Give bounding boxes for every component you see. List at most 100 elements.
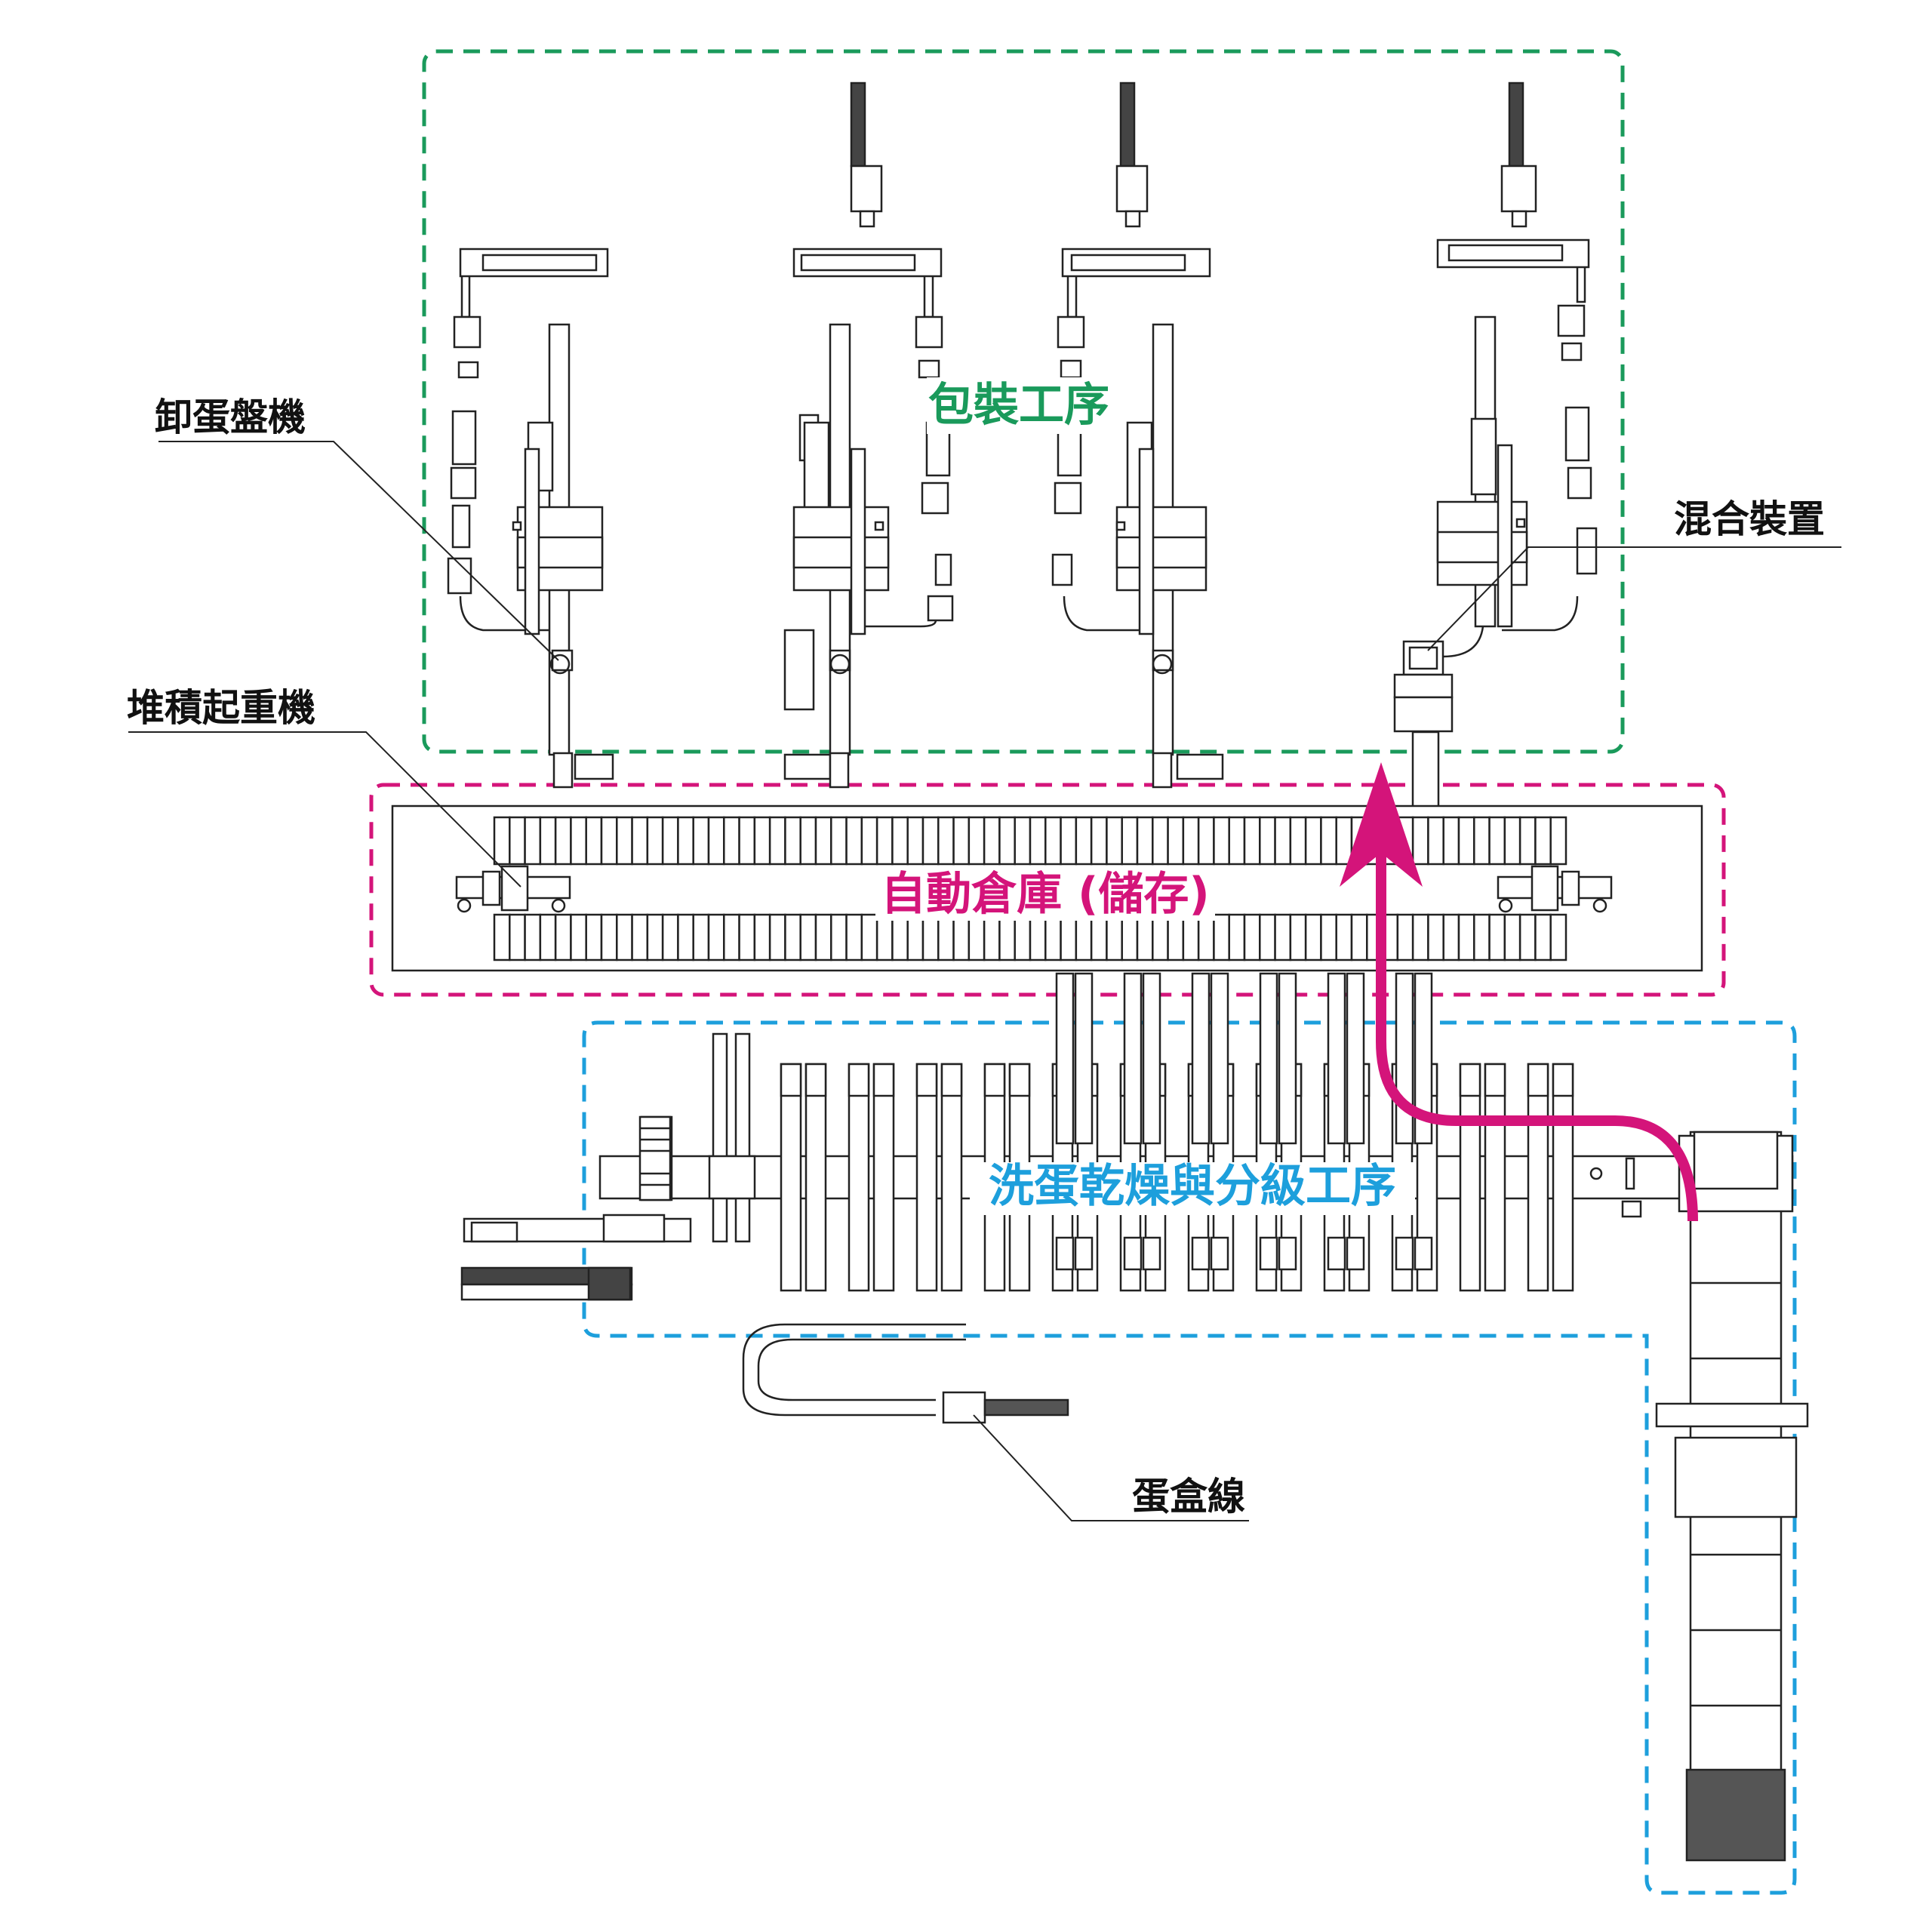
rack-slot [1549,816,1567,866]
lane-head [1484,1063,1506,1097]
lane-tail [1123,1236,1143,1271]
rack-slot [1396,913,1414,961]
rack-slot [952,816,971,866]
lane-tail [1346,1236,1365,1271]
rack-slot [1488,816,1506,866]
rack-slot [631,816,649,866]
rack-slot [1304,816,1322,866]
rack-slot [661,913,679,961]
mixing-device [1393,626,1484,809]
rack-slot [1243,913,1261,961]
rack-slot [493,913,511,961]
rack-slot [1060,816,1078,866]
rack-slot [509,913,526,961]
rack-slot [784,816,801,866]
rack-slot [1228,913,1246,961]
rack-slot [1106,913,1123,961]
lane-tail [1055,1236,1075,1271]
rack-slot [1473,816,1491,866]
rack-slot [1029,913,1047,961]
rack-slot [753,913,771,961]
rack-slot [1259,816,1276,866]
rack-slot [921,913,940,961]
rack-slot [799,913,817,961]
washing-zone-label: 洗蛋乾燥與分級工序 [989,1160,1396,1213]
rack-slot [998,816,1016,866]
rack-slot [1136,816,1154,866]
rack-slot [1289,913,1307,961]
rack-slot [1304,913,1322,961]
lane-tail [1074,1236,1094,1271]
rack-slot [524,913,542,961]
rack-slot [768,816,786,866]
rack-bottom [493,913,1567,961]
rack-slot [1259,913,1276,961]
rack-slot [1014,913,1032,961]
lane-head [872,1063,895,1097]
rack-slot [1167,816,1185,866]
rack-slot [1534,913,1552,961]
storage-zone-label: 自動倉庫 (儲存) [881,868,1210,921]
rack-slot [1442,913,1460,961]
leader-mixing-device [1427,546,1841,651]
rack-slot [600,913,618,961]
lane-head [1008,1063,1031,1097]
rack-slot [554,913,572,961]
storage-zone-box [369,783,1726,997]
lane-upper [1395,972,1414,1145]
lane-head [780,1063,802,1097]
lane-tail [1278,1236,1297,1271]
packing-unit-3 [1051,82,1224,789]
rack-slot [983,913,1001,961]
lane [1459,1063,1481,1292]
lane-head [915,1063,938,1097]
rack-slot [616,816,633,866]
rack-slot [1060,913,1078,961]
rack-slot [1442,816,1460,866]
rack-slot [937,913,955,961]
lane [1484,1063,1506,1292]
lane-head [1552,1063,1574,1097]
rack-slot [1044,816,1062,866]
flow-arrow-head [1340,762,1423,887]
rack-slot [998,913,1016,961]
rack-slot [707,816,725,866]
rack-slot [1121,913,1139,961]
rack-slot [1029,816,1047,866]
rack-slot [768,913,786,961]
rack-slot [1518,816,1537,866]
rack-slot [1075,816,1093,866]
rack-slot [631,913,649,961]
rack-slot [493,816,511,866]
rack-slot [1090,816,1108,866]
rack-slot [1503,816,1521,866]
rack-slot [937,816,955,866]
rack-slot [814,913,832,961]
packing-unit-4 [1436,82,1598,632]
rack-slot [875,913,894,961]
rack-slot [554,816,572,866]
packing-zone-label: 包裝工序 [928,379,1109,432]
packing-unit-2 [783,82,954,789]
washing-zone-box [582,1020,1797,1895]
lane-tail [1142,1236,1161,1271]
rack-slot [1457,913,1475,961]
rack-slot [738,816,756,866]
lane-upper [1414,972,1433,1145]
rack-slot [1243,816,1261,866]
rack-slot [1213,816,1230,866]
rack-slot [1335,913,1353,961]
rack-slot [1427,816,1444,866]
rack-slot [1213,913,1230,961]
lane-upper [1191,972,1211,1145]
rack-slot [585,816,603,866]
lane-head [804,1063,827,1097]
rack-slot [891,913,909,961]
lane-tail [1191,1236,1211,1271]
rack-slot [891,816,909,866]
rack-slot [1335,816,1353,866]
lane-upper [1278,972,1297,1145]
lane-head [848,1063,870,1097]
rack-slot [784,913,801,961]
